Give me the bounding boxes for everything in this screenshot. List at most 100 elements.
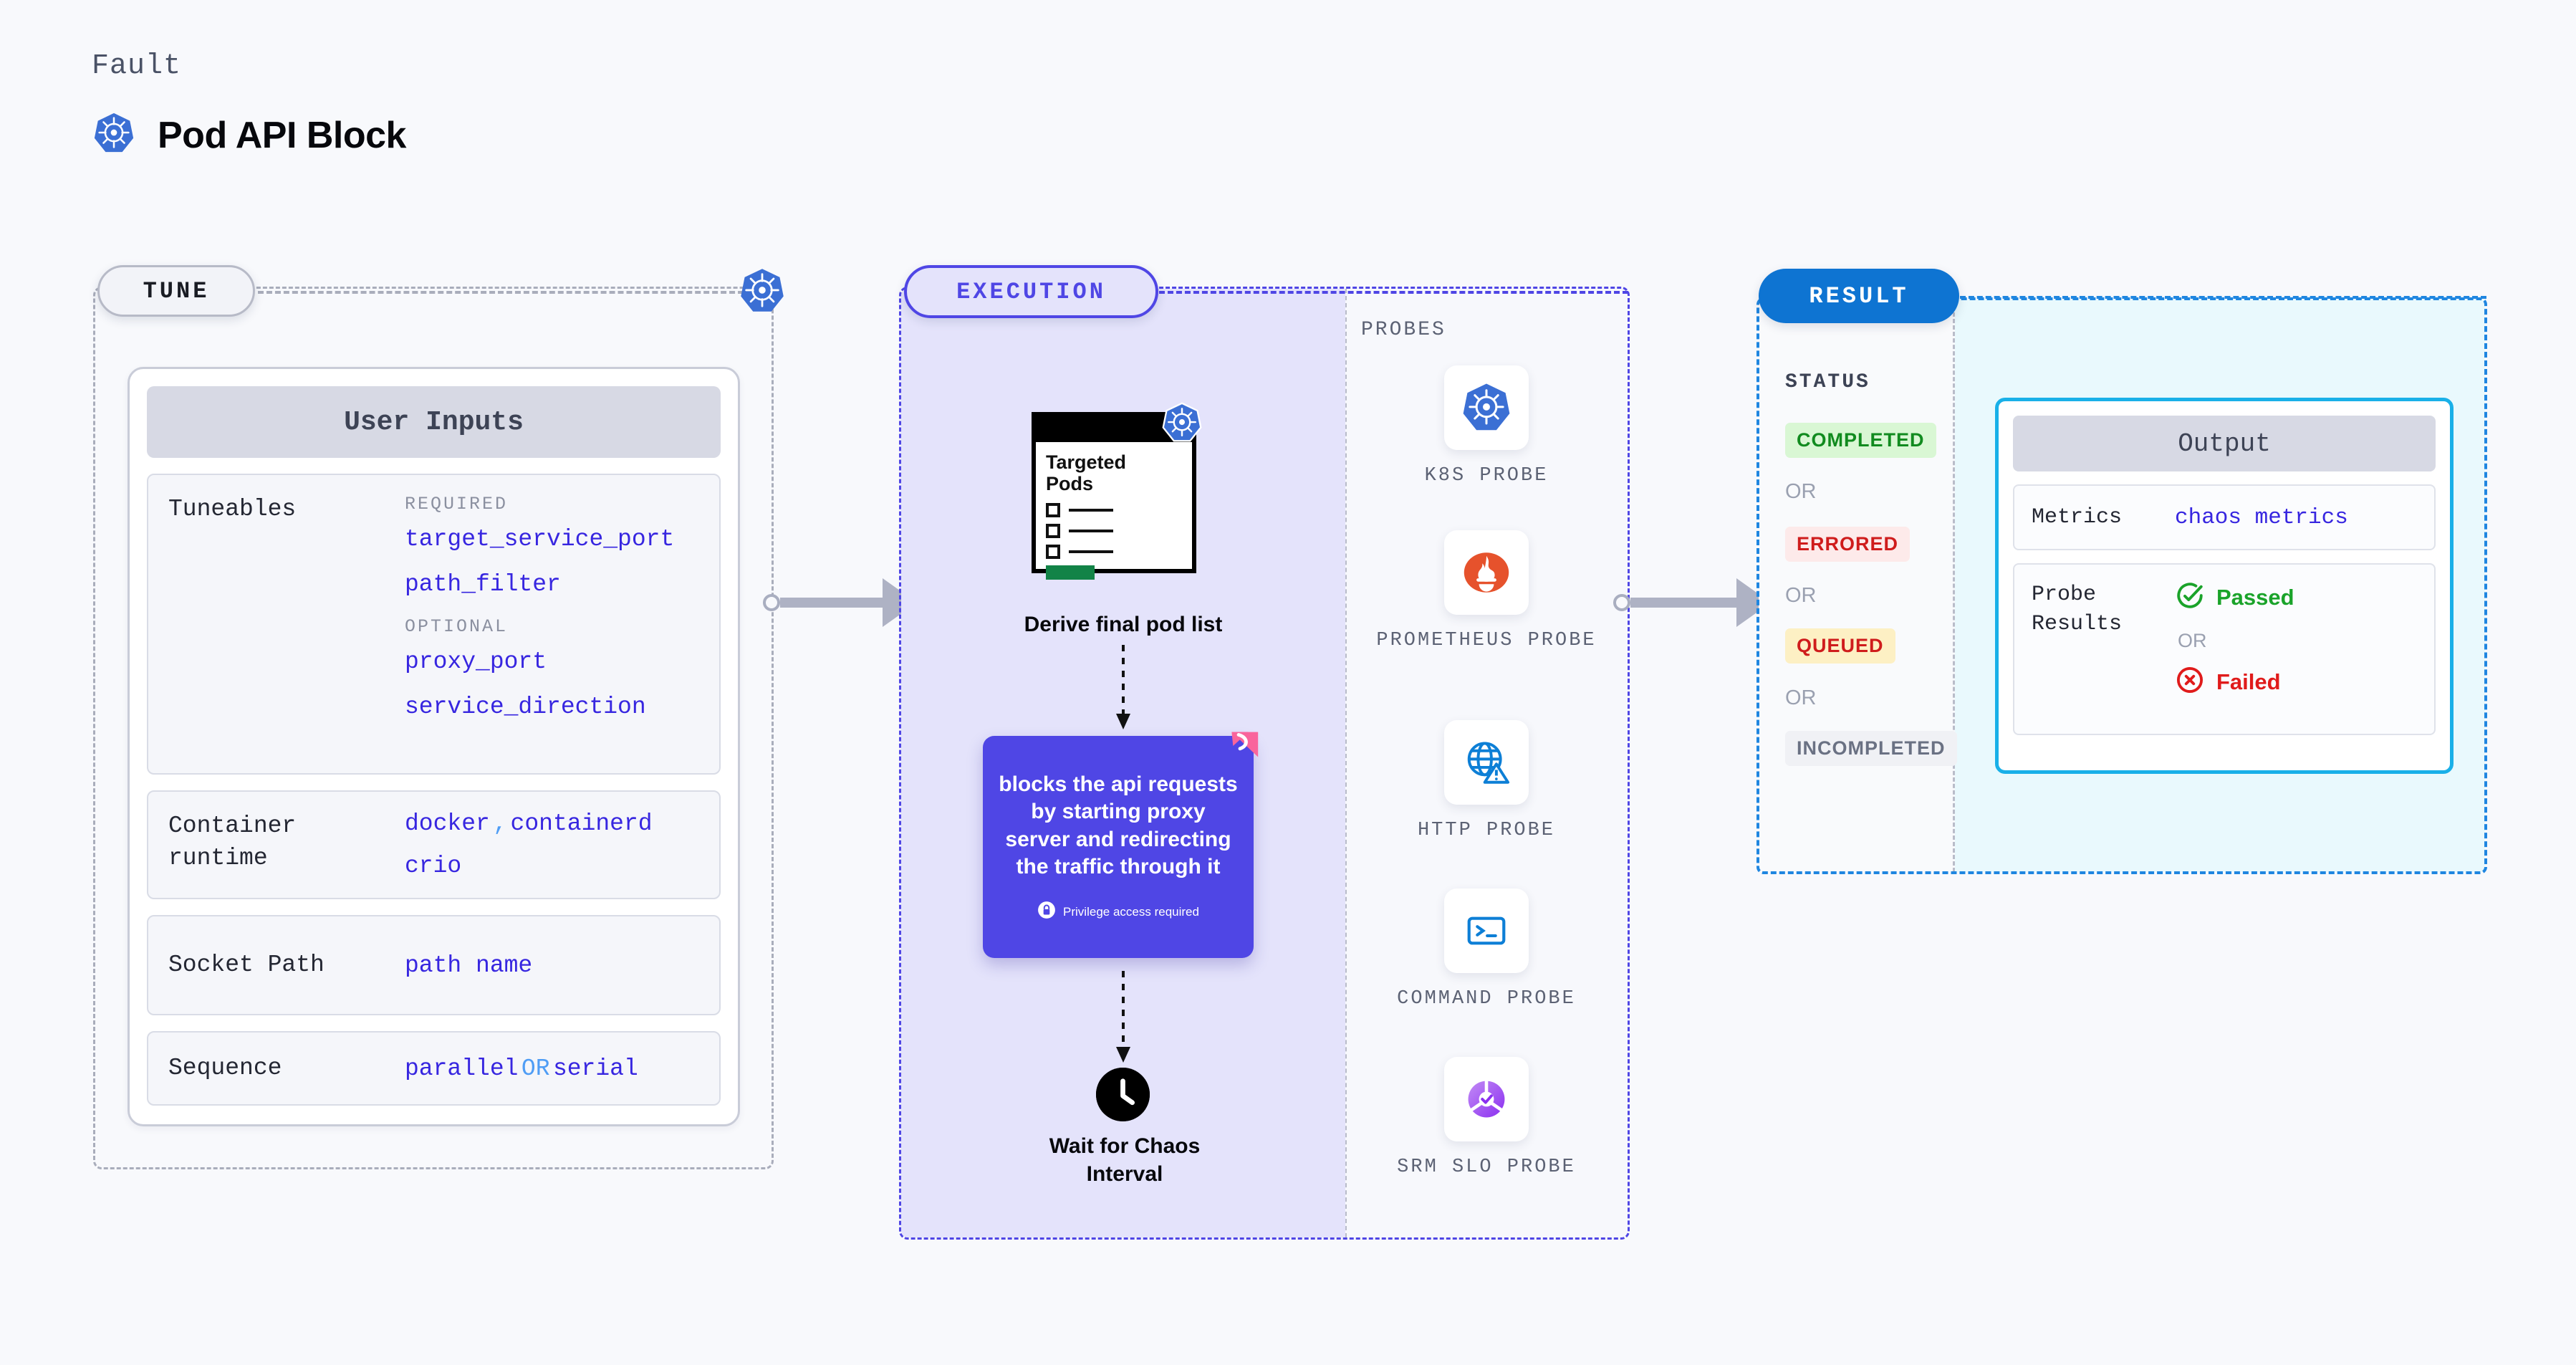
flow-arrow-down-icon	[1116, 645, 1130, 729]
tuneables-label: Tuneables	[168, 496, 297, 522]
runtime-separator: ,	[493, 810, 508, 837]
probe-label: HTTP PROBE	[1417, 820, 1556, 841]
user-inputs-card: User Inputs Tuneables REQUIRED target_se…	[128, 367, 740, 1126]
metrics-value[interactable]: chaos metrics	[2175, 504, 2348, 530]
probe-item-prometheus[interactable]: PROMETHEUS PROBE	[1345, 530, 1628, 653]
wait-label-line1: Wait for Chaos	[1049, 1134, 1201, 1158]
checkbox-icon	[1046, 503, 1060, 518]
probe-item-srm-slo[interactable]: SRM SLO PROBE	[1345, 1057, 1628, 1180]
container-runtime-row: Container runtime docker , containerd cr…	[147, 790, 721, 899]
tuneable-path-filter[interactable]: path_filter	[405, 571, 561, 598]
list-line	[1069, 509, 1113, 512]
action-description-text: blocks the api requests by starting prox…	[999, 772, 1238, 878]
checkbox-icon	[1046, 545, 1060, 560]
sequence-label: Sequence	[168, 1054, 282, 1081]
execution-panel	[899, 287, 1630, 1240]
result-badge[interactable]: RESULT	[1759, 269, 1959, 323]
privilege-note: Privilege access required	[1037, 901, 1199, 923]
sequence-row: Sequence parallel OR serial	[147, 1031, 721, 1106]
action-description-card: blocks the api requests by starting prox…	[983, 736, 1254, 958]
list-line	[1069, 530, 1113, 533]
list-item	[1046, 545, 1182, 560]
socket-path-value[interactable]: path name	[405, 952, 533, 979]
failed-label: Failed	[2216, 669, 2281, 694]
wait-interval-label: Wait for Chaos Interval	[1003, 1132, 1246, 1188]
probe-result-or: OR	[2178, 630, 2207, 651]
list-item	[1046, 524, 1182, 539]
page-title: Pod API Block	[158, 114, 406, 156]
privilege-note-text: Privilege access required	[1063, 904, 1199, 919]
sequence-serial[interactable]: serial	[552, 1055, 638, 1082]
globe-alert-icon	[1444, 720, 1529, 805]
output-title: Output	[2013, 416, 2436, 471]
probe-item-command[interactable]: COMMAND PROBE	[1345, 889, 1628, 1012]
probe-results-label: Probe Results	[2032, 583, 2123, 636]
list-line	[1069, 550, 1113, 554]
progress-bar	[1046, 565, 1095, 580]
lock-icon	[1037, 901, 1056, 923]
runtime-crio[interactable]: crio	[405, 853, 462, 879]
status-badge-incompleted: INCOMPLETED	[1785, 731, 1957, 766]
check-circle-icon	[2175, 580, 2205, 614]
title-row: Pod API Block	[92, 111, 406, 159]
prometheus-icon	[1444, 530, 1529, 615]
status-or-1: OR	[1785, 480, 1817, 503]
terminal-icon	[1444, 889, 1529, 973]
tune-connector-line	[258, 291, 752, 294]
checkbox-icon	[1046, 524, 1060, 539]
kubernetes-icon	[92, 111, 136, 159]
status-or-2: OR	[1785, 584, 1817, 607]
probe-item-k8s[interactable]: K8S PROBE	[1345, 365, 1628, 489]
execution-badge-label: EXECUTION	[956, 278, 1106, 305]
probe-label: K8S PROBE	[1424, 465, 1549, 487]
list-item	[1046, 503, 1182, 518]
tune-badge-label: TUNE	[143, 277, 210, 305]
clock-icon	[1096, 1068, 1150, 1121]
wait-label-line2: Interval	[1086, 1162, 1163, 1186]
tuneable-service-direction[interactable]: service_direction	[405, 694, 646, 720]
result-status-area	[1759, 300, 1955, 872]
container-runtime-label: Container runtime	[168, 813, 297, 871]
pods-list	[1046, 503, 1182, 580]
litmus-chaos-icon	[1218, 722, 1262, 770]
probe-result-passed: Passed	[2175, 580, 2294, 614]
socket-path-label: Socket Path	[168, 951, 325, 978]
execution-badge[interactable]: EXECUTION	[904, 265, 1158, 318]
runtime-containerd[interactable]: containerd	[510, 810, 653, 837]
arrow-shaft	[780, 598, 884, 608]
execution-connector-line	[1159, 291, 1628, 294]
status-title: STATUS	[1785, 371, 1870, 393]
sequence-parallel[interactable]: parallel	[405, 1055, 519, 1082]
result-connector-line	[1960, 296, 2486, 299]
x-circle-icon	[2175, 665, 2205, 699]
page-header: Fault Pod API Block	[92, 50, 406, 159]
status-badge-queued: QUEUED	[1785, 628, 1895, 664]
user-inputs-title: User Inputs	[147, 386, 721, 458]
tune-panel	[93, 287, 774, 1169]
fault-kicker: Fault	[92, 50, 182, 82]
status-badge-completed: COMPLETED	[1785, 423, 1936, 458]
tuneable-proxy-port[interactable]: proxy_port	[405, 648, 547, 675]
metrics-row: Metrics chaos metrics	[2013, 484, 2436, 550]
pods-title-line1: Targeted	[1046, 451, 1127, 473]
socket-path-row: Socket Path path name	[147, 915, 721, 1015]
flow-arrow-down-icon	[1116, 971, 1130, 1063]
targeted-pods-window: Targeted Pods	[1032, 412, 1196, 580]
result-panel	[1756, 297, 2487, 874]
pods-title-line2: Pods	[1046, 472, 1094, 494]
derive-pod-list-label: Derive final pod list	[1024, 613, 1223, 636]
result-badge-label: RESULT	[1809, 282, 1909, 310]
tuneable-target-service-port[interactable]: target_service_port	[405, 526, 675, 552]
probe-result-failed: Failed	[2175, 665, 2294, 699]
probe-item-http[interactable]: HTTP PROBE	[1345, 720, 1628, 843]
tune-badge[interactable]: TUNE	[97, 265, 255, 317]
probe-label: PROMETHEUS PROBE	[1376, 630, 1597, 651]
kubernetes-icon	[738, 267, 787, 319]
tuneables-row: Tuneables REQUIRED target_service_port p…	[147, 474, 721, 775]
srm-slo-icon	[1444, 1057, 1529, 1141]
output-card: Output Metrics chaos metrics Probe Resul…	[1995, 398, 2454, 774]
probes-title: PROBES	[1361, 319, 1446, 341]
kubernetes-icon	[1160, 401, 1203, 448]
sequence-or: OR	[521, 1055, 550, 1082]
runtime-docker[interactable]: docker	[405, 810, 490, 837]
